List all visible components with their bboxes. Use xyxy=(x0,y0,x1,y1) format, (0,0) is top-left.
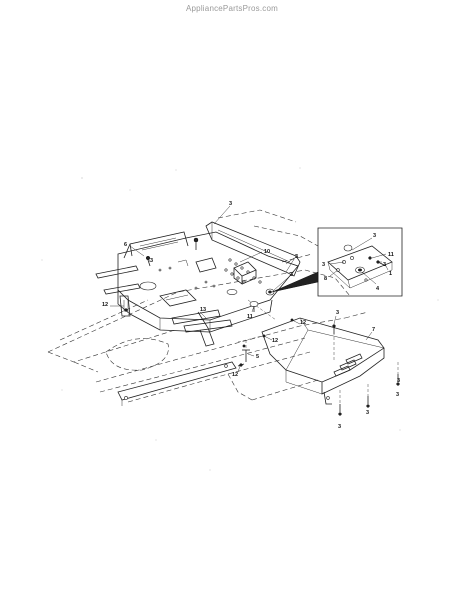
watermark: AppliancePartsPros.com xyxy=(186,4,278,13)
callout-3-bottom-b: 3 xyxy=(366,410,369,416)
callout-10: 10 xyxy=(264,249,270,255)
callout-6: 6 xyxy=(124,242,127,248)
right-foot-panel xyxy=(261,317,385,405)
callout-numbers: 3 6 3 10 3 3 12 13 11 12 5 12 12 3 7 3 3… xyxy=(102,201,400,430)
main-deck-plate xyxy=(95,231,299,347)
callout-3-left-bolt: 3 xyxy=(150,258,153,264)
inset-callout-3-top: 3 xyxy=(373,233,376,239)
scan-speckles xyxy=(41,167,439,471)
inset-callout-4: 4 xyxy=(376,286,380,292)
chassis-frame-outline xyxy=(47,209,369,403)
callout-7: 7 xyxy=(372,327,375,333)
inset-callout-8: 8 xyxy=(324,276,327,282)
inset-callout-3-right: 3 xyxy=(383,262,386,268)
callout-3-bottom-a: 3 xyxy=(338,424,341,430)
callout-12-bottom: 12 xyxy=(232,372,238,378)
callout-3-bottom-c: 3 xyxy=(396,392,399,398)
callout-13: 13 xyxy=(200,307,206,313)
callout-12-center: 12 xyxy=(300,320,306,326)
callout-3-top: 3 xyxy=(229,201,232,207)
fastener-hardware xyxy=(124,237,400,416)
inset-callout-3-left: 3 xyxy=(322,262,325,268)
front-bracket-bar xyxy=(117,361,237,406)
upper-shield-panel xyxy=(205,221,301,285)
callout-12-left: 12 xyxy=(102,302,108,308)
callout-11: 11 xyxy=(247,314,253,320)
inset-callout-11: 11 xyxy=(388,252,394,258)
inset-callout-1: 1 xyxy=(389,271,392,277)
inset-detail-box xyxy=(271,227,403,297)
callout-12-panel: 12 xyxy=(272,338,278,344)
callout-3-shield: 3 xyxy=(295,254,298,260)
leader-lines xyxy=(110,205,389,373)
callout-5: 5 xyxy=(256,354,259,360)
callout-3-panel-top: 3 xyxy=(336,310,339,316)
callout-3-right: 3 xyxy=(397,378,400,384)
callout-3-nut: 3 xyxy=(290,272,293,278)
